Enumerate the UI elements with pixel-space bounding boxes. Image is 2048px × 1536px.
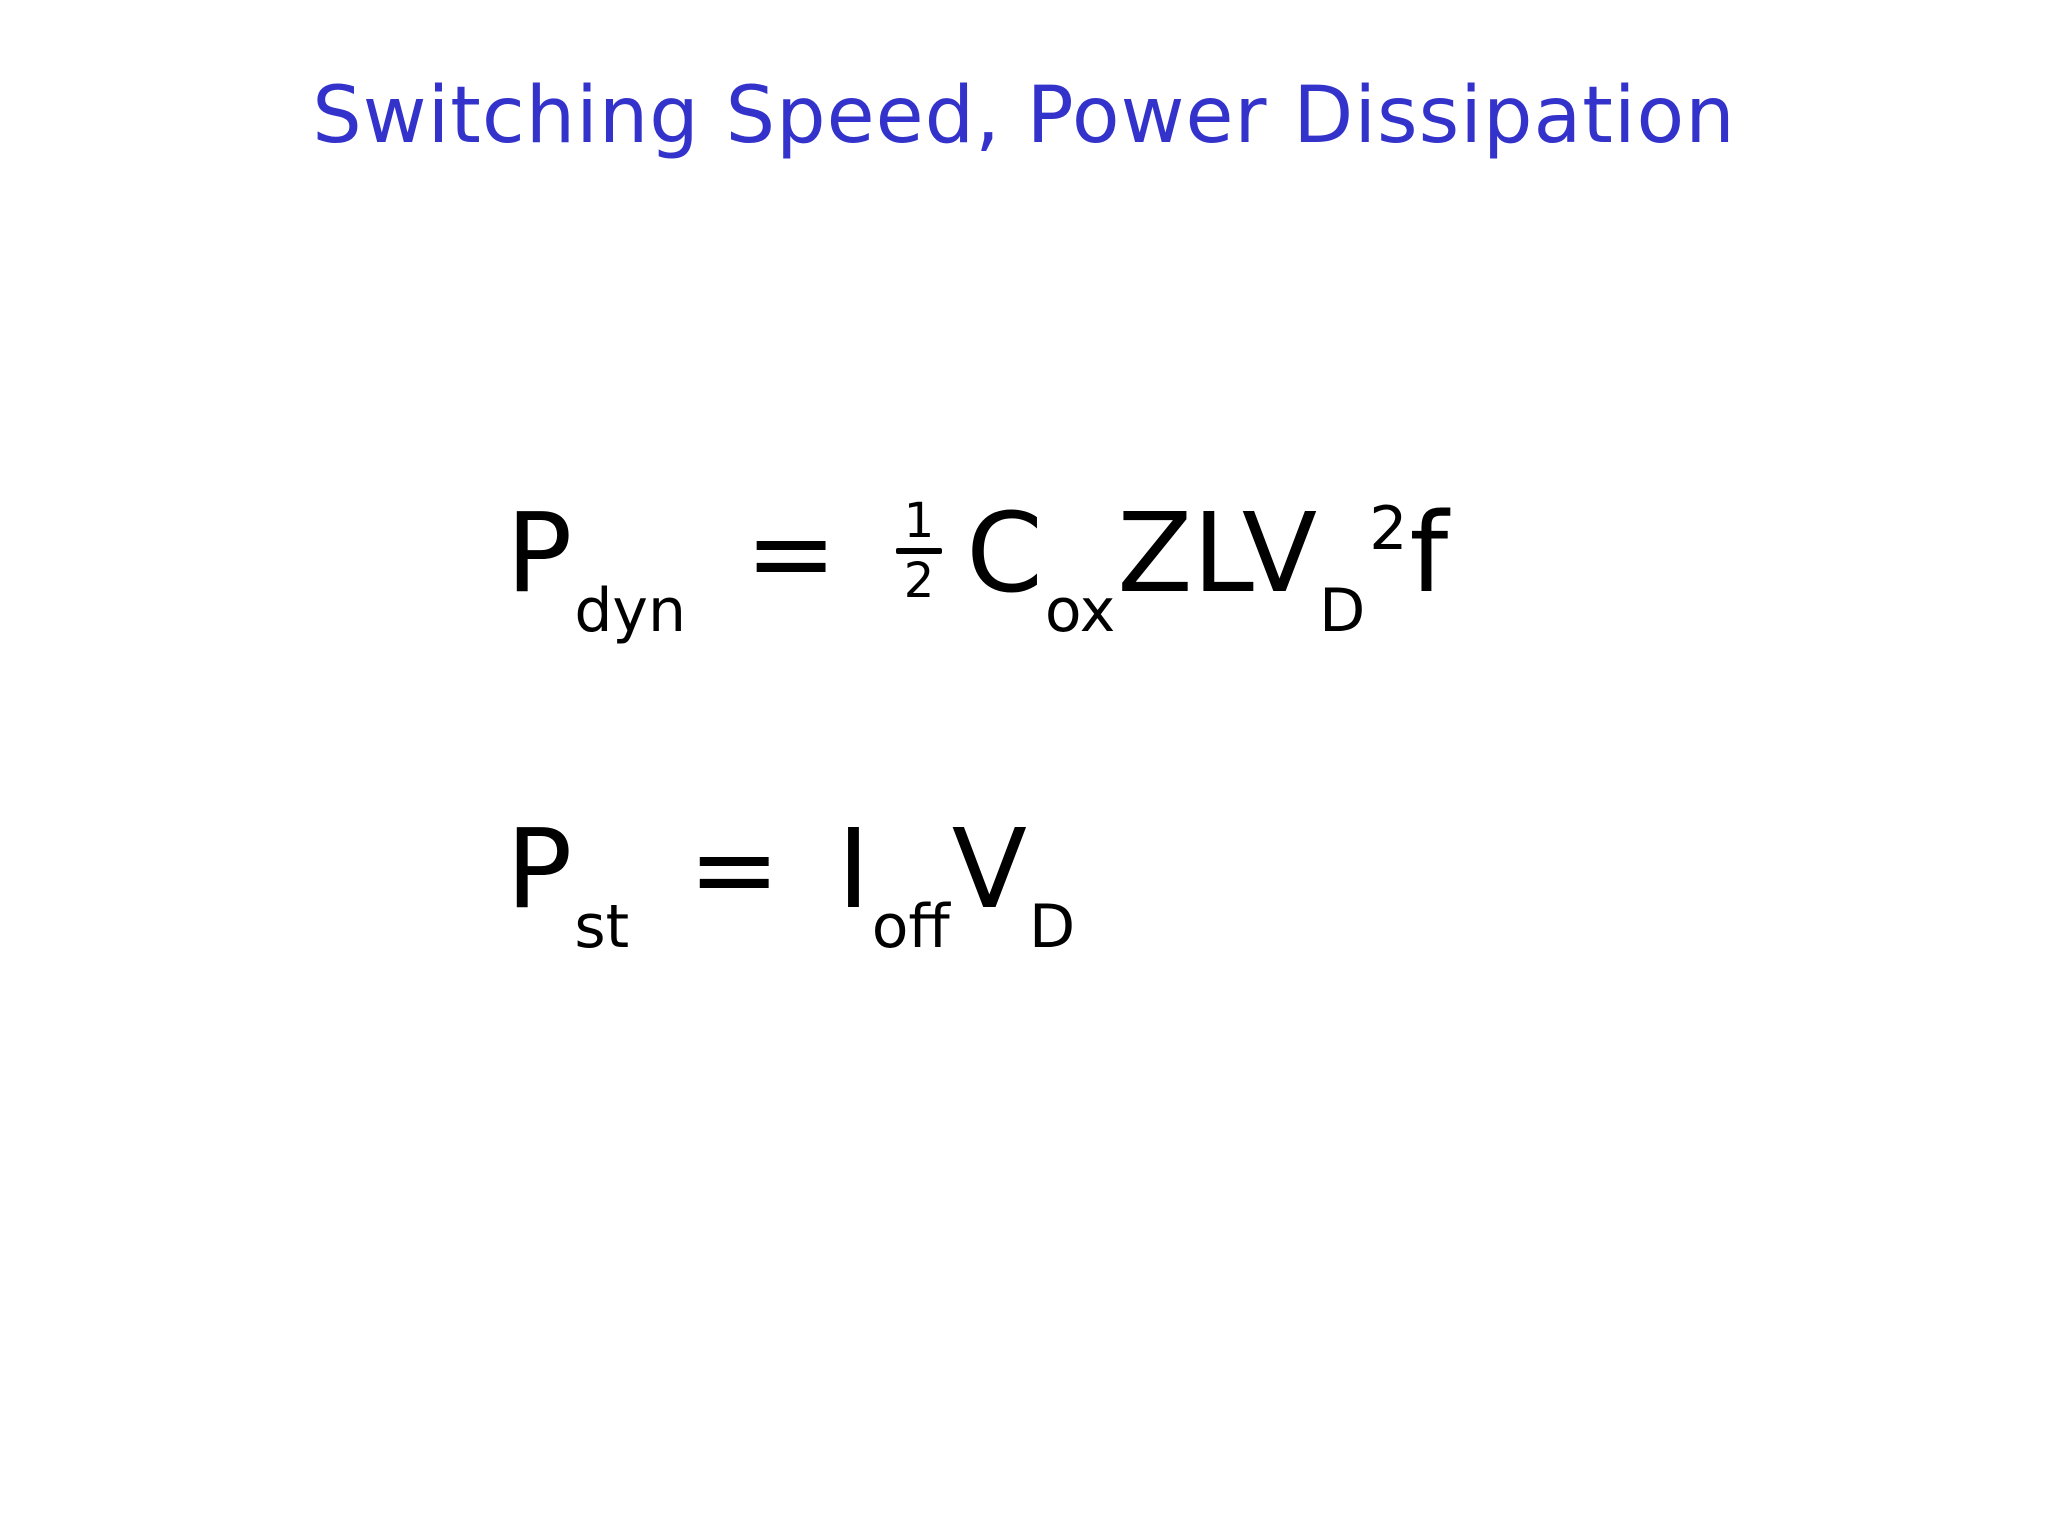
current-subscript-off: off bbox=[871, 892, 950, 962]
power-subscript-st: st bbox=[574, 892, 630, 962]
capacitance-subscript-ox: ox bbox=[1044, 576, 1116, 646]
frequency-symbol: f bbox=[1409, 489, 1449, 617]
fraction-bar bbox=[896, 547, 943, 554]
equals-sign: = bbox=[744, 489, 838, 617]
voltage-subscript-d: D bbox=[1029, 892, 1076, 962]
one-half-fraction: 1 2 bbox=[896, 492, 943, 609]
power-symbol: P bbox=[506, 489, 573, 617]
current-symbol: I bbox=[837, 805, 870, 933]
fraction-numerator: 1 bbox=[903, 492, 935, 549]
equals-sign: = bbox=[688, 805, 781, 933]
zlv-symbols: ZLV bbox=[1117, 489, 1318, 617]
dynamic-power-equation: Pdyn = 1 2 CoxZLVD2f bbox=[506, 488, 1449, 646]
capacitance-symbol: C bbox=[966, 489, 1043, 617]
voltage-superscript-2: 2 bbox=[1369, 494, 1408, 564]
voltage-subscript-d: D bbox=[1319, 576, 1366, 646]
power-symbol: P bbox=[506, 805, 573, 933]
slide-title: Switching Speed, Power Dissipation bbox=[312, 71, 1736, 161]
power-subscript-dyn: dyn bbox=[574, 576, 686, 646]
voltage-symbol: V bbox=[951, 805, 1027, 933]
static-power-equation: Pst = IoffVD bbox=[506, 804, 1077, 962]
fraction-denominator: 2 bbox=[903, 552, 935, 609]
